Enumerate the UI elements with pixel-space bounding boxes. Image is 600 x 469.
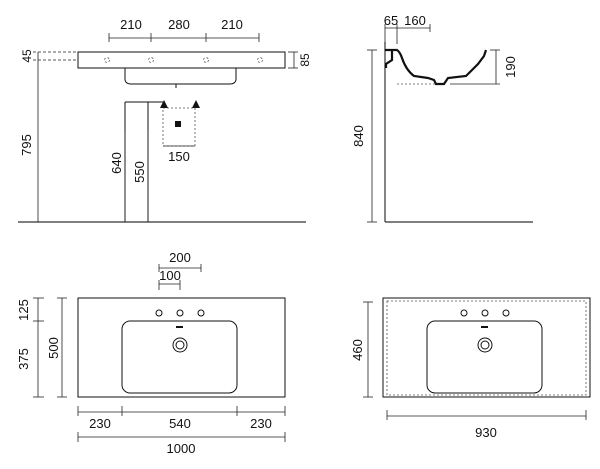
front-dim-640: 640 [109,152,124,174]
side-dim-840: 840 [351,125,366,147]
drain-inner [175,340,185,350]
drain-outer [172,337,188,353]
plan-dim-230-left: 230 [89,416,111,431]
cabinet-dim-930: 930 [475,425,497,440]
front-dim-150: 150 [168,149,190,164]
plan-dim-100: 100 [159,268,181,283]
plan-dim-1000: 1000 [167,441,196,456]
plan-dim-125: 125 [16,299,31,321]
basin-outline [77,297,286,398]
plan-dim-375: 375 [16,348,31,370]
side-dim-190: 190 [503,56,518,78]
basin-bowl-profile [124,68,237,85]
cabinet-tap-holes [460,309,510,317]
water-inlet-left-icon [160,100,168,108]
tap-holes-front [104,57,263,63]
side-dim-160: 160 [404,13,426,28]
plan-dim-200: 200 [169,250,191,265]
front-dim-top-1: 210 [120,17,142,32]
cabinet-plan-view: 460 930 [350,297,591,440]
top-plan-view: 200 100 125 375 500 230 540 230 1000 [16,250,286,456]
side-section-view: 65 160 190 840 [351,13,533,223]
front-dim-top-2: 280 [168,17,190,32]
water-inlet-right-icon [192,100,200,108]
basin-section-profile [384,48,488,86]
front-dim-top-3: 210 [221,17,243,32]
front-dim-550: 550 [132,161,147,183]
cabinet-bowl-outline [426,320,543,394]
plan-dim-540: 540 [169,416,191,431]
cabinet-dim-460: 460 [350,339,365,361]
cabinet-outline [382,297,591,398]
front-dim-right-85: 85 [298,53,312,67]
plan-dim-230-right: 230 [250,416,272,431]
front-elevation-view: 210 280 210 45 795 85 640 550 150 [18,17,312,223]
front-dim-left-45: 45 [20,49,34,63]
cabinet-overflow-slot [481,326,488,328]
cabinet-hidden-outline [386,300,587,396]
bowl-outline [121,320,238,394]
cabinet-drain-inner [480,340,490,350]
tap-holes-plan [155,309,205,317]
front-dim-left-795: 795 [19,134,34,156]
plan-dim-500: 500 [46,337,61,359]
cabinet-drain-outer [477,337,493,353]
side-dim-65: 65 [384,13,398,28]
overflow-slot [176,326,183,328]
basin-slab [77,51,286,69]
waste-outlet-icon [175,121,181,127]
